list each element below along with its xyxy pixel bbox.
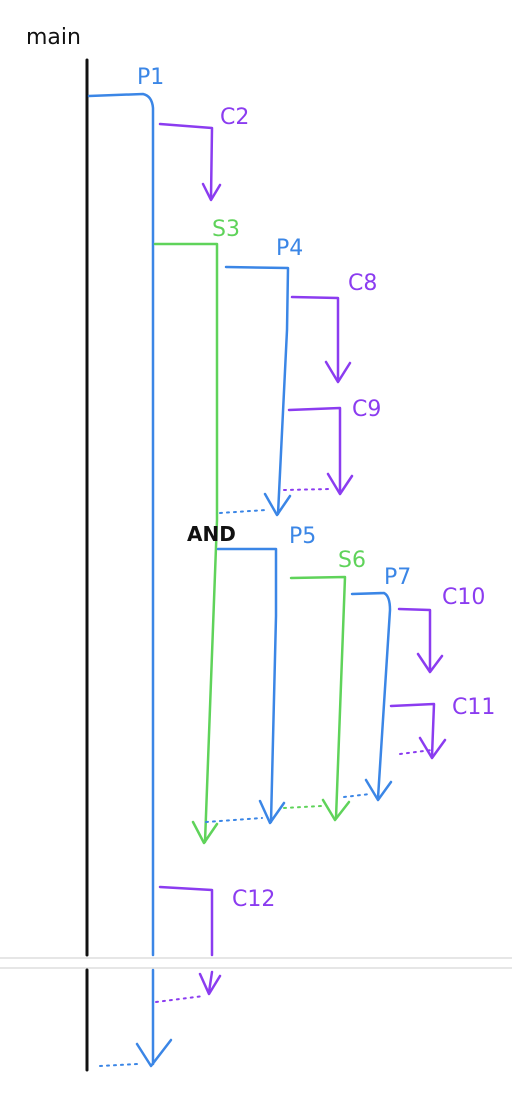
c9-call bbox=[283, 406, 354, 496]
label-c12: C12 bbox=[232, 887, 275, 912]
label-p7: P7 bbox=[384, 565, 411, 590]
label-p4: P4 bbox=[276, 236, 303, 261]
c10-call bbox=[397, 607, 444, 674]
label-c11: C11 bbox=[452, 695, 495, 720]
c2-call bbox=[158, 122, 222, 202]
p7-branch bbox=[343, 591, 393, 802]
c11-call bbox=[389, 702, 447, 760]
c8-call bbox=[290, 295, 352, 384]
p4-branch bbox=[219, 265, 292, 517]
s6-branch bbox=[283, 575, 351, 822]
label-s3: S3 bbox=[212, 217, 240, 242]
s3-branch bbox=[153, 242, 263, 845]
label-and: AND bbox=[187, 522, 236, 546]
label-c2: C2 bbox=[220, 105, 249, 130]
p5-branch bbox=[216, 547, 286, 825]
label-c8: C8 bbox=[348, 271, 377, 296]
label-main: main bbox=[26, 25, 81, 50]
main-thread bbox=[85, 58, 139, 1072]
label-p1: P1 bbox=[137, 65, 164, 90]
p1-branch bbox=[87, 92, 173, 1068]
label-p5: P5 bbox=[289, 524, 316, 549]
label-c10: C10 bbox=[442, 585, 485, 610]
label-c9: C9 bbox=[352, 397, 381, 422]
label-s6: S6 bbox=[338, 548, 366, 573]
c12-call bbox=[155, 885, 222, 1003]
